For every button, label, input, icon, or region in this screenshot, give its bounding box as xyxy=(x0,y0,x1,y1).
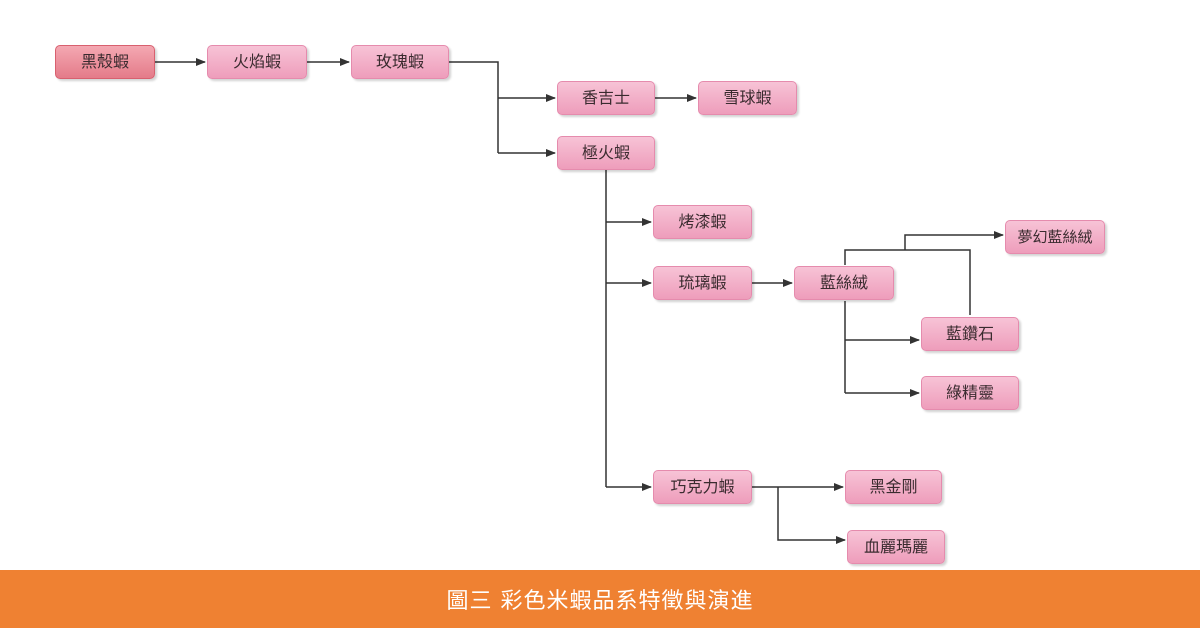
node-lansirong: 藍絲絨 xyxy=(794,266,894,300)
node-xiangjishi: 香吉士 xyxy=(557,81,655,115)
node-kaoqi: 烤漆蝦 xyxy=(653,205,752,239)
node-huoyan: 火焰蝦 xyxy=(207,45,307,79)
node-xuelimali: 血麗瑪麗 xyxy=(847,530,945,564)
caption-bar: 圖三 彩色米蝦品系特徵與演進 xyxy=(0,570,1200,628)
edge-qiaokeli-xuelimali xyxy=(777,487,846,544)
node-liuli: 琉璃蝦 xyxy=(653,266,752,300)
node-xueqiu: 雪球蝦 xyxy=(698,81,797,115)
figure-caption: 圖三 彩色米蝦品系特徵與演進 xyxy=(446,589,754,614)
edge-lansirong-menghuan xyxy=(904,231,1004,250)
node-lvjingling: 綠精靈 xyxy=(921,376,1019,410)
node-qiaokeli: 巧克力蝦 xyxy=(653,470,752,504)
node-meigui: 玫瑰蝦 xyxy=(351,45,449,79)
edge-meigui-trunk xyxy=(449,61,499,153)
node-lanzuanshi: 藍鑽石 xyxy=(921,317,1019,351)
node-heike: 黑殼蝦 xyxy=(55,45,155,79)
node-heijingang: 黑金剛 xyxy=(845,470,942,504)
connector-lines xyxy=(155,58,1004,544)
node-menghuan: 夢幻藍絲絨 xyxy=(1005,220,1105,254)
lineage-diagram: 黑殼蝦 火焰蝦 玫瑰蝦 香吉士 雪球蝦 極火蝦 烤漆蝦 琉璃蝦 藍絲絨 夢幻藍絲… xyxy=(55,45,1105,564)
edge-lansirong-top xyxy=(844,249,971,315)
node-jihuo: 極火蝦 xyxy=(557,136,655,170)
